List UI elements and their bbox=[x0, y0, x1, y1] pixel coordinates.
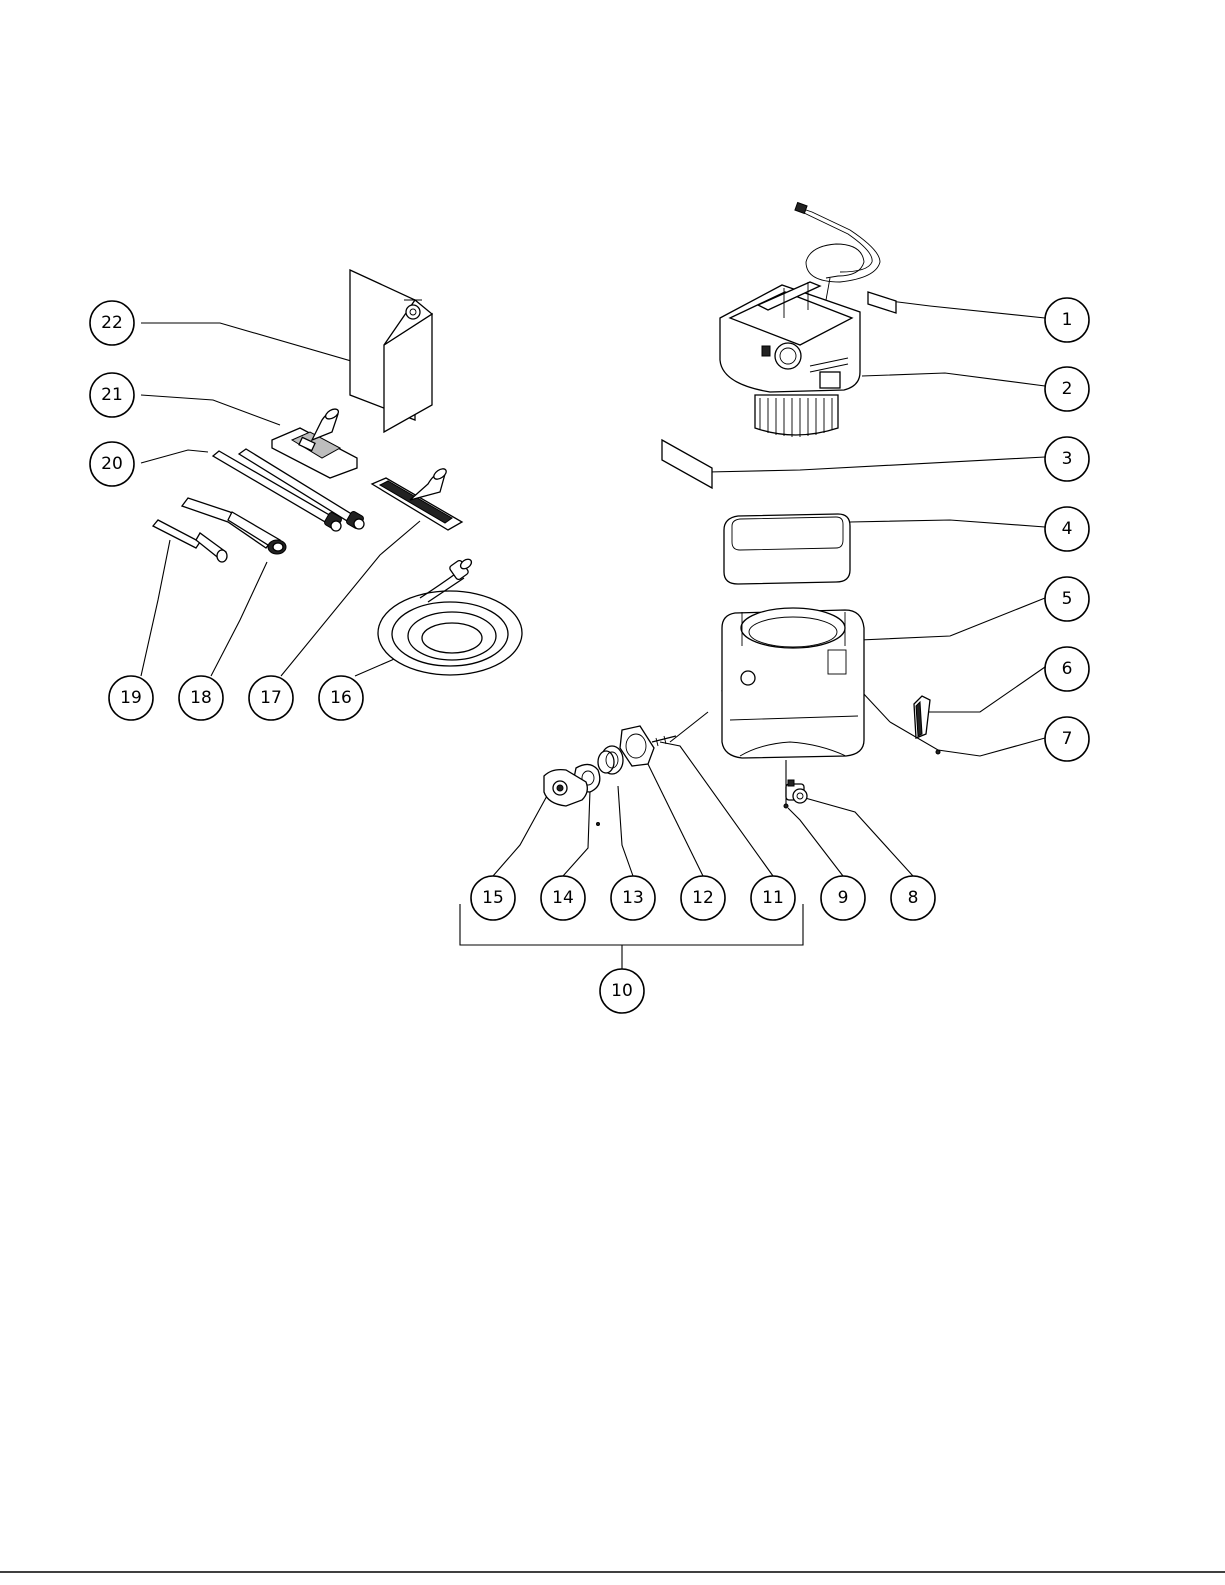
leader-21 bbox=[141, 395, 280, 425]
callout-18: 18 bbox=[179, 676, 223, 720]
svg-text:13: 13 bbox=[622, 888, 644, 908]
callout-8: 8 bbox=[891, 876, 935, 920]
callout-21: 21 bbox=[90, 373, 134, 417]
decal-3-part bbox=[662, 440, 712, 488]
svg-text:10: 10 bbox=[611, 981, 633, 1001]
leader-6 bbox=[922, 667, 1045, 712]
callout-6: 6 bbox=[1045, 647, 1089, 691]
tank-part bbox=[722, 608, 864, 758]
callout-2: 2 bbox=[1045, 367, 1089, 411]
callout-5: 5 bbox=[1045, 577, 1089, 621]
leader-2 bbox=[862, 373, 1045, 386]
leader-20 bbox=[141, 450, 208, 463]
leader-11 bbox=[660, 742, 773, 876]
callout-4: 4 bbox=[1045, 507, 1089, 551]
leader-9 bbox=[788, 808, 843, 876]
latch-part bbox=[914, 696, 930, 738]
screw-7-part bbox=[936, 750, 940, 754]
callout-15: 15 bbox=[471, 876, 515, 920]
svg-text:8: 8 bbox=[908, 888, 919, 908]
leader-lines bbox=[141, 300, 1045, 969]
svg-text:3: 3 bbox=[1062, 449, 1073, 469]
svg-text:9: 9 bbox=[838, 888, 849, 908]
svg-text:16: 16 bbox=[330, 688, 352, 708]
inlet-fitting-part bbox=[598, 746, 623, 774]
leader-1 bbox=[882, 300, 1045, 318]
power-head-part bbox=[720, 203, 880, 437]
leader-7 bbox=[890, 722, 1045, 756]
svg-text:1: 1 bbox=[1062, 310, 1073, 330]
leader-18 bbox=[211, 562, 267, 676]
svg-text:18: 18 bbox=[190, 688, 212, 708]
leader-11b bbox=[670, 712, 708, 742]
callout-10: 10 bbox=[600, 969, 644, 1013]
callout-19: 19 bbox=[109, 676, 153, 720]
svg-text:21: 21 bbox=[101, 385, 123, 405]
svg-text:11: 11 bbox=[762, 888, 784, 908]
callout-14: 14 bbox=[541, 876, 585, 920]
svg-text:19: 19 bbox=[120, 688, 142, 708]
small-crevice-tool-part bbox=[153, 520, 227, 562]
svg-text:2: 2 bbox=[1062, 379, 1073, 399]
svg-text:6: 6 bbox=[1062, 659, 1073, 679]
leader-15 bbox=[493, 794, 548, 876]
callout-13: 13 bbox=[611, 876, 655, 920]
leader-3 bbox=[708, 457, 1045, 472]
leader-22 bbox=[141, 323, 382, 370]
caster-part bbox=[786, 780, 807, 803]
leader-8 bbox=[798, 796, 913, 876]
leader-12 bbox=[646, 760, 703, 876]
callout-3: 3 bbox=[1045, 437, 1089, 481]
svg-text:15: 15 bbox=[482, 888, 504, 908]
callout-16: 16 bbox=[319, 676, 363, 720]
callout-1: 1 bbox=[1045, 298, 1089, 342]
callouts: 1 2 3 4 5 6 7 8 9 10 11 12 13 14 15 16 1… bbox=[90, 298, 1089, 1013]
leader-4 bbox=[850, 520, 1045, 527]
callout-11: 11 bbox=[751, 876, 795, 920]
leader-7b bbox=[862, 692, 890, 722]
callout-17: 17 bbox=[249, 676, 293, 720]
callout-9: 9 bbox=[821, 876, 865, 920]
hose-part bbox=[378, 557, 522, 675]
leader-5 bbox=[860, 598, 1045, 640]
leader-13 bbox=[618, 786, 633, 876]
svg-text:20: 20 bbox=[101, 454, 123, 474]
leader-19 bbox=[141, 540, 170, 676]
callout-22: 22 bbox=[90, 301, 134, 345]
callout-7: 7 bbox=[1045, 717, 1089, 761]
svg-text:7: 7 bbox=[1062, 729, 1073, 749]
callout-12: 12 bbox=[681, 876, 725, 920]
decal-1-part bbox=[868, 292, 896, 313]
svg-text:14: 14 bbox=[552, 888, 574, 908]
screw-9-part bbox=[784, 804, 788, 808]
squeegee-nozzle-part bbox=[372, 467, 462, 530]
svg-text:22: 22 bbox=[101, 313, 123, 333]
filter-bag-part bbox=[350, 270, 432, 432]
svg-text:12: 12 bbox=[692, 888, 714, 908]
svg-text:17: 17 bbox=[260, 688, 282, 708]
floor-nozzle-part bbox=[272, 407, 357, 478]
callout-20: 20 bbox=[90, 442, 134, 486]
svg-text:4: 4 bbox=[1062, 519, 1073, 539]
gasket-ring-part bbox=[724, 514, 850, 584]
inlet-gasket-12-part bbox=[620, 726, 654, 766]
svg-text:5: 5 bbox=[1062, 589, 1073, 609]
